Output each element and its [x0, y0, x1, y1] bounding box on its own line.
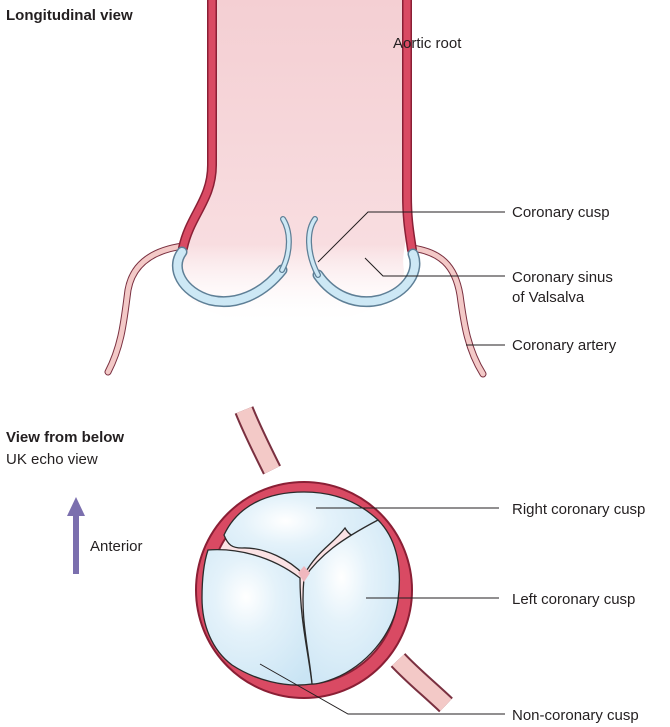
longitudinal-title: Longitudinal view [6, 7, 133, 24]
label-coronary-sinus-line2: of Valsalva [512, 289, 585, 306]
anterior-arrow-icon [67, 497, 85, 574]
label-coronary-cusp: Coronary cusp [512, 204, 610, 221]
label-right-cusp: Right coronary cusp [512, 501, 645, 518]
longitudinal-view: Longitudinal view Aortic root Coronary c… [6, 0, 617, 374]
label-left-cusp: Left coronary cusp [512, 591, 635, 608]
left-coronary-stub [398, 660, 446, 705]
label-non-cusp: Non-coronary cusp [512, 707, 639, 724]
below-subtitle: UK echo view [6, 451, 98, 468]
label-coronary-sinus-line1: Coronary sinus [512, 269, 613, 286]
right-coronary-stub [244, 410, 272, 470]
left-coronary-artery [108, 246, 183, 372]
below-title: View from below [6, 429, 124, 446]
label-aortic-root: Aortic root [393, 35, 462, 52]
label-coronary-artery: Coronary artery [512, 337, 617, 354]
below-view: View from below UK echo view Anterior Ri… [6, 410, 645, 724]
label-anterior: Anterior [90, 538, 143, 555]
